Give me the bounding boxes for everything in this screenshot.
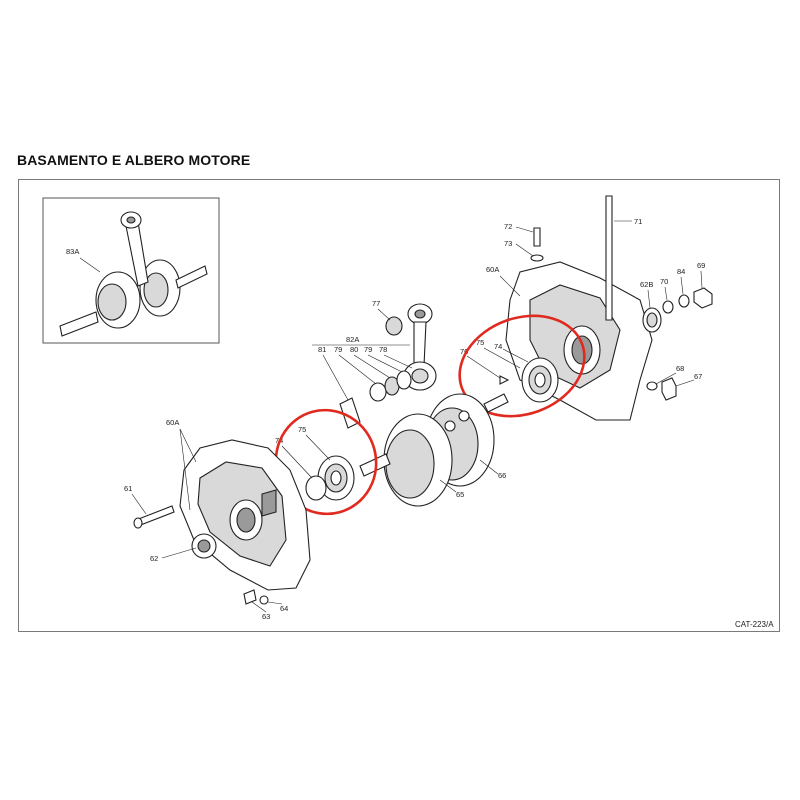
callout-60A-left: 60A	[166, 418, 179, 427]
callout-64: 64	[280, 604, 288, 613]
left-crankcase-half	[179, 439, 311, 591]
parts-62B-70-84-69	[642, 287, 713, 333]
callout-82A: 82A	[346, 335, 359, 344]
crankshaft-half-65	[359, 413, 453, 507]
part-71-stud	[605, 195, 613, 321]
part-72-fitting	[530, 227, 544, 262]
callout-83A: 83A	[66, 247, 79, 256]
highlight-circle-right	[458, 314, 586, 418]
catalog-code: CAT-223/A	[735, 620, 774, 629]
callout-73: 73	[504, 239, 512, 248]
callout-66: 66	[498, 471, 506, 480]
callout-68: 68	[676, 364, 684, 373]
callout-67: 67	[694, 372, 702, 381]
diagram-frame	[18, 179, 780, 632]
inset-crankshaft-assembly	[42, 197, 220, 344]
callout-84: 84	[677, 267, 685, 276]
callout-79b: 79	[364, 345, 372, 354]
parts-63-64-screw	[243, 589, 269, 605]
callout-62: 62	[150, 554, 158, 563]
callout-76: 76	[460, 347, 468, 356]
right-main-bearing	[521, 357, 559, 403]
callout-75-left: 75	[298, 425, 306, 434]
connecting-rod	[403, 303, 437, 391]
callout-80: 80	[350, 345, 358, 354]
callout-72: 72	[504, 222, 512, 231]
crank-pin-and-washers	[339, 370, 412, 429]
parts-67-68-drain-plug	[646, 377, 677, 401]
callout-71: 71	[634, 217, 642, 226]
callout-81: 81	[318, 345, 326, 354]
small-end-bearing-77	[385, 316, 403, 336]
callout-63: 63	[262, 612, 270, 621]
callout-77: 77	[372, 299, 380, 308]
left-main-bearing	[305, 455, 355, 501]
callout-75-right: 75	[476, 338, 484, 347]
callout-70: 70	[660, 277, 668, 286]
page-title: BASAMENTO E ALBERO MOTORE	[17, 152, 251, 168]
callout-74-right: 74	[494, 342, 502, 351]
bolt-61	[133, 505, 175, 529]
callout-79a: 79	[334, 345, 342, 354]
callout-69: 69	[697, 261, 705, 270]
callout-62B: 62B	[640, 280, 653, 289]
callout-78: 78	[379, 345, 387, 354]
callout-65: 65	[456, 490, 464, 499]
callout-61: 61	[124, 484, 132, 493]
callout-60A-right: 60A	[486, 265, 499, 274]
